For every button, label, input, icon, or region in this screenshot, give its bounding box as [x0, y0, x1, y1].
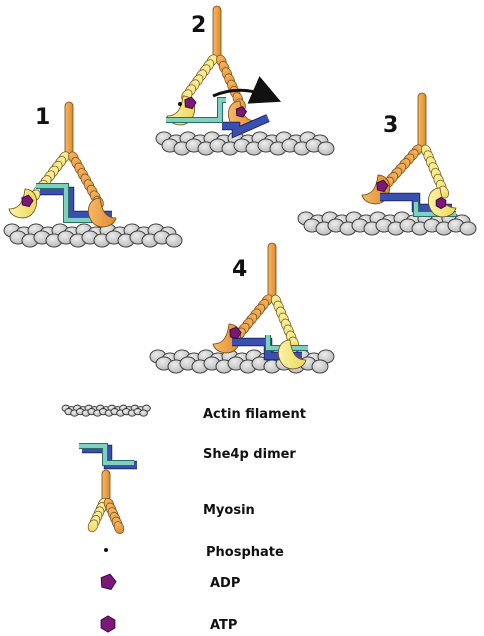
- she4p-teal-strand: [166, 98, 226, 122]
- myosin-stalk: [417, 92, 427, 149]
- phosphate-icon: [104, 548, 108, 552]
- actin-filament: [297, 211, 477, 236]
- legend-label-phosphate: Phosphate: [206, 545, 284, 560]
- adp-icon: [100, 573, 117, 590]
- step-number-1: 1: [35, 105, 50, 130]
- myosin-icon: [87, 469, 125, 534]
- legend-label-adp: ADP: [210, 576, 240, 591]
- rotation-arrow-icon: [212, 76, 282, 104]
- step-number-3: 3: [383, 113, 398, 138]
- actin-filament: [149, 349, 335, 374]
- phosphate-icon: [178, 102, 182, 106]
- myosin-stalk: [212, 5, 222, 61]
- actin-monomer: [311, 359, 329, 374]
- myosin-stalk: [267, 242, 277, 299]
- legend: [61, 404, 151, 633]
- myosin-stalk: [64, 101, 74, 157]
- she4p-teal-strand: [36, 184, 108, 222]
- step-number-4: 4: [232, 257, 247, 282]
- actin-monomer: [459, 221, 477, 236]
- myosin-head-yellow: [277, 339, 307, 370]
- adp-icon: [235, 106, 248, 118]
- myosin-stalk: [101, 469, 111, 503]
- myosin-lever-orange: [382, 144, 423, 189]
- legend-label-myosin: Myosin: [203, 503, 255, 518]
- actin-filament-icon: [61, 404, 151, 417]
- myosin-lever-orange: [103, 498, 125, 534]
- scene-step-4: [149, 242, 335, 374]
- atp-icon: [435, 196, 447, 210]
- step-number-2: 2: [191, 13, 206, 38]
- she4p-dimer: [166, 97, 270, 139]
- adp-icon: [376, 179, 389, 193]
- adp-icon: [229, 326, 242, 340]
- myosin-head-orange: [87, 197, 117, 228]
- actin-filament: [3, 223, 183, 248]
- scene-step-1: [3, 101, 183, 248]
- lever-segment: [113, 521, 125, 534]
- she4p-dimer-icon: [79, 443, 137, 470]
- adp-icon: [184, 96, 197, 110]
- she4p-teal-strand: [79, 444, 134, 465]
- actin-monomer: [139, 409, 148, 417]
- actin-monomer: [317, 141, 335, 156]
- legend-label-actin: Actin filament: [203, 407, 306, 422]
- she4p-blue-strand: [222, 115, 270, 137]
- legend-label-atp: ATP: [210, 618, 237, 633]
- adp-icon: [21, 194, 34, 208]
- scene-step-2: [155, 5, 335, 156]
- atp-icon: [100, 615, 116, 633]
- lever-segment: [87, 519, 99, 533]
- legend-label-she4p: She4p dimer: [203, 447, 296, 462]
- scene-step-3: [297, 92, 477, 236]
- she4p-teal-strand: [266, 335, 308, 350]
- actin-monomer: [165, 233, 183, 248]
- actin-filament: [155, 131, 335, 156]
